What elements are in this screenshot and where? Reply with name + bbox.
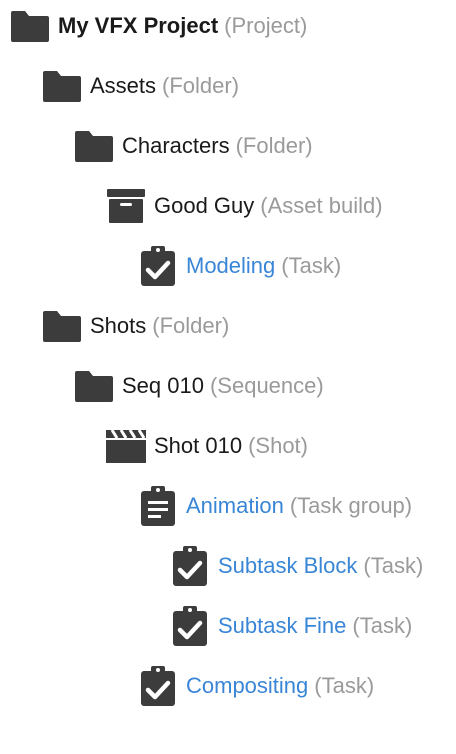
- tree-row[interactable]: Seq 010(Sequence): [74, 366, 324, 406]
- tree-item-label: Good Guy: [154, 193, 255, 218]
- tree-item-link[interactable]: Animation: [186, 493, 284, 518]
- folder-icon: [42, 66, 82, 106]
- tree-item-type: (Task): [352, 613, 413, 638]
- tree-item-link[interactable]: Compositing: [186, 673, 309, 698]
- tree-item-label: Characters: [122, 133, 230, 158]
- tree-row[interactable]: Modeling(Task): [138, 246, 341, 286]
- tree-item-type: (Folder): [162, 73, 240, 98]
- tree-item-type: (Asset build): [260, 193, 383, 218]
- tree-row[interactable]: Good Guy(Asset build): [106, 186, 383, 226]
- tree-item-label: My VFX Project: [58, 13, 219, 38]
- tree-item-link[interactable]: Modeling: [186, 253, 276, 278]
- tree-item-link[interactable]: Subtask Fine: [218, 613, 347, 638]
- tree-item-type: (Sequence): [209, 373, 324, 398]
- folder-icon: [74, 366, 114, 406]
- folder-icon: [42, 306, 82, 346]
- tree-item-label: Seq 010: [122, 373, 204, 398]
- tree-item-type: (Project): [224, 13, 308, 38]
- archive-box-icon: [106, 186, 146, 226]
- tree-row[interactable]: Shots(Folder): [42, 306, 229, 346]
- tree-row[interactable]: Characters(Folder): [74, 126, 313, 166]
- tree-item-label: Shots: [90, 313, 147, 338]
- clipboard-check-icon: [170, 606, 210, 646]
- tree-item-type: (Folder): [152, 313, 230, 338]
- tree-row[interactable]: Compositing(Task): [138, 666, 374, 706]
- clipboard-check-icon: [138, 246, 178, 286]
- clapperboard-icon: [106, 426, 146, 466]
- tree-item-type: (Task): [363, 553, 424, 578]
- tree-item-type: (Task): [314, 673, 375, 698]
- tree-item-type: (Task group): [289, 493, 413, 518]
- tree-row[interactable]: Subtask Fine(Task): [170, 606, 412, 646]
- folder-icon: [74, 126, 114, 166]
- tree-item-type: (Shot): [248, 433, 308, 458]
- tree-row[interactable]: Animation(Task group): [138, 486, 412, 526]
- tree-row[interactable]: Assets(Folder): [42, 66, 239, 106]
- tree-row[interactable]: Subtask Block(Task): [170, 546, 423, 586]
- tree-item-link[interactable]: Subtask Block: [218, 553, 358, 578]
- tree-item-type: (Folder): [235, 133, 313, 158]
- folder-icon: [10, 6, 50, 46]
- clipboard-check-icon: [138, 666, 178, 706]
- tree-item-label: Assets: [90, 73, 157, 98]
- clipboard-list-icon: [138, 486, 178, 526]
- tree-row[interactable]: My VFX Project(Project): [10, 6, 307, 46]
- tree-item-label: Shot 010: [154, 433, 243, 458]
- tree-row[interactable]: Shot 010(Shot): [106, 426, 308, 466]
- clipboard-check-icon: [170, 546, 210, 586]
- tree-item-type: (Task): [281, 253, 342, 278]
